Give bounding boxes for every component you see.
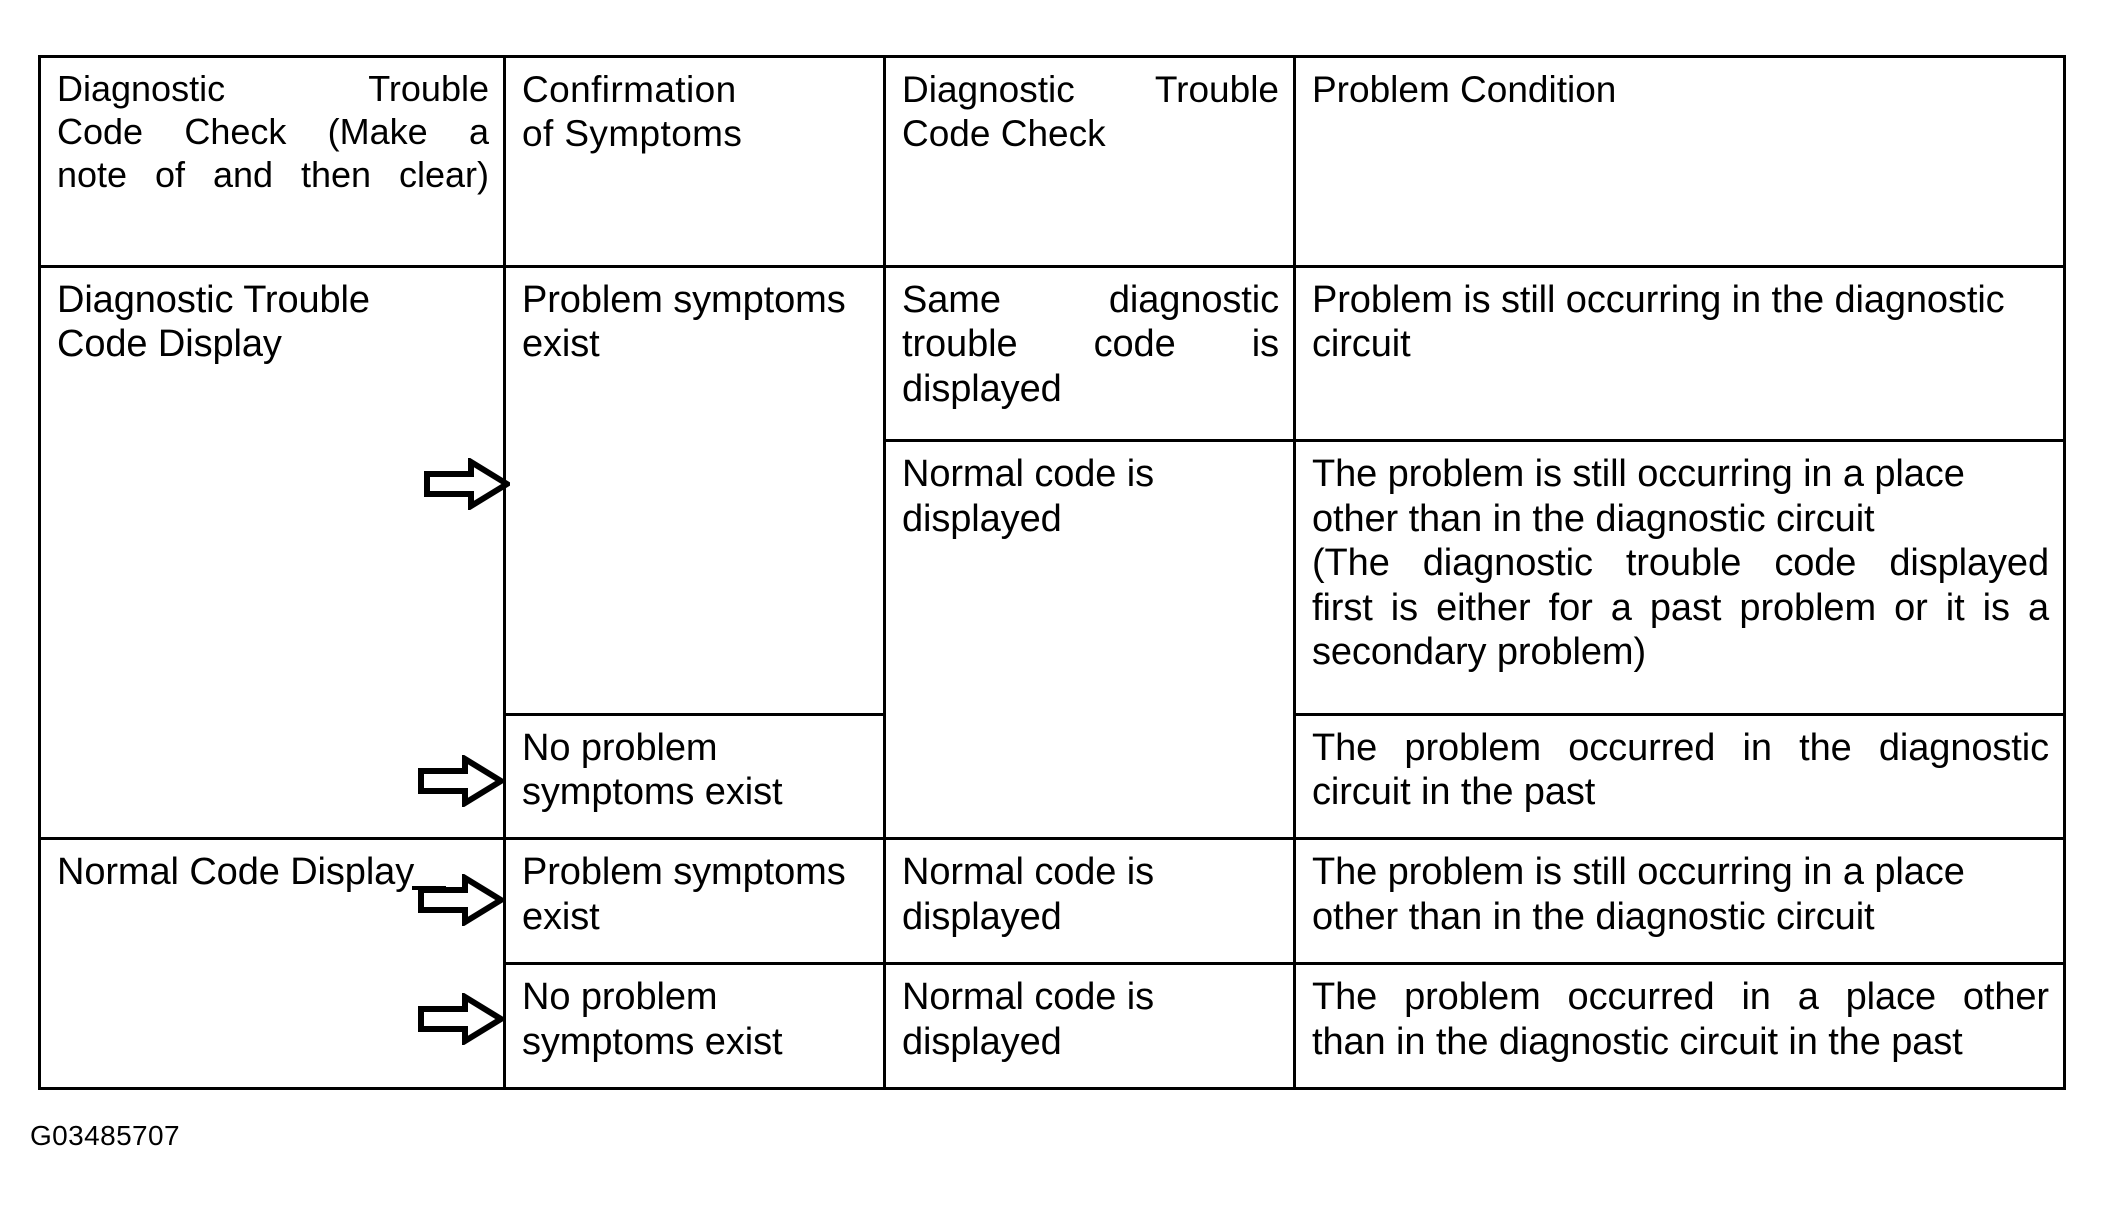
figure-caption: G03485707 — [30, 1120, 180, 1151]
cell-line: No problem — [522, 976, 718, 1019]
header-line: Diagnostic Trouble — [902, 69, 1279, 110]
cell-line: Same diagnostic — [902, 279, 1279, 321]
header-line: of Symptoms — [522, 113, 743, 155]
cell-line: displayed — [902, 895, 1062, 938]
cell-line: Problem is still occurring in the diagno… — [1312, 279, 2005, 321]
cell-line: other than in the diagnostic circuit — [1312, 895, 1875, 938]
cell-line: The problem occurred in the diagnostic — [1312, 726, 2049, 769]
cell-line: Normal code is — [902, 976, 1155, 1019]
cell-line: The problem is still occurring in a plac… — [1312, 453, 1965, 496]
cell-line: Normal code is — [902, 851, 1155, 894]
table-row: Diagnostic Trouble Code Display Problem … — [38, 264, 2066, 841]
cell-line: The problem occurred in a place other — [1312, 976, 2049, 1019]
cell-problem-condition-occurred-diagnostic-past: The problem occurred in the diagnostic c… — [1293, 712, 2066, 841]
cell-dtc-check-normal-code-display: Normal Code Display — [38, 837, 506, 1090]
table-body: Diagnostic Trouble Code Display Problem … — [38, 264, 2066, 1090]
cell-code-check-normal-code-displayed-3: Normal code is displayed — [883, 962, 1296, 1090]
header-row: Diagnostic Trouble Code Check (Make a no… — [38, 55, 2066, 268]
cell-line: No problem — [522, 726, 718, 769]
cell-line: exist — [522, 323, 600, 366]
cell-confirmation-no-problem-symptoms-exist-2: No problem symptoms exist — [503, 962, 886, 1090]
cell-code-check-normal-code-displayed: Normal code is displayed — [883, 439, 1296, 841]
cell-line: Code Display — [57, 323, 282, 366]
header-line: Confirmation — [522, 69, 737, 110]
cell-problem-condition-occurred-other-place-past: The problem occurred in a place other th… — [1293, 962, 2066, 1090]
cell-dtc-check-display: Diagnostic Trouble Code Display — [38, 264, 506, 841]
table-row: No problem symptoms exist Normal code is… — [40, 962, 2066, 1090]
cell-line: circuit — [1312, 323, 1411, 366]
table-row: No problem symptoms exist The problem oc… — [40, 712, 2066, 841]
cell-line: Diagnostic Trouble — [57, 279, 370, 321]
header-line: Diagnostic Trouble — [57, 68, 489, 109]
cell-confirmation-problem-symptoms-exist: Problem symptoms exist — [503, 265, 886, 716]
diagnostic-trouble-code-table: Diagnostic Trouble Code Check (Make a no… — [38, 55, 2066, 1090]
cell-line: Problem symptoms — [522, 279, 846, 321]
cell-line: displayed — [902, 1020, 1062, 1063]
cell-confirmation-no-problem-symptoms-exist: No problem symptoms exist — [503, 712, 886, 841]
column-header-diagnostic-trouble-code-check: Diagnostic Trouble Code Check — [883, 55, 1296, 268]
cell-line: symptoms exist — [522, 1020, 783, 1063]
header-line: Problem Condition — [1312, 69, 1617, 110]
header-line: Code Check (Make a — [57, 110, 489, 152]
cell-problem-condition-other-place-secondary: The problem is still occurring in a plac… — [1293, 439, 2066, 716]
cell-line: symptoms exist — [522, 771, 783, 814]
cell-problem-condition-still-occurring-diagnostic: Problem is still occurring in the diagno… — [1293, 264, 2066, 443]
column-header-dtc-check-note: Diagnostic Trouble Code Check (Make a no… — [38, 55, 506, 268]
table-row: Normal code is displayed The problem is … — [40, 439, 2066, 841]
header-line: Code Check — [902, 113, 1106, 155]
column-header-confirmation-of-symptoms: Confirmation of Symptoms — [503, 55, 886, 268]
cell-line: other than in the diagnostic circuit — [1312, 497, 1875, 540]
cell-code-check-normal-code-displayed-2: Normal code is displayed — [883, 837, 1296, 966]
arrow-leader-line — [412, 886, 446, 890]
cell-line: displayed — [902, 367, 1062, 410]
cell-confirmation-problem-symptoms-exist-2: Problem symptoms exist — [503, 837, 886, 966]
cell-line: Normal Code Display — [57, 851, 415, 894]
cell-line: circuit in the past — [1312, 771, 1596, 814]
diagnostic-trouble-code-table-wrapper: Diagnostic Trouble Code Check (Make a no… — [38, 55, 2066, 1090]
table-header: Diagnostic Trouble Code Check (Make a no… — [38, 55, 2066, 268]
cell-code-check-same-dtc: Same diagnostic trouble code is displaye… — [883, 264, 1296, 443]
cell-line: first is either for a past problem or it… — [1312, 586, 2049, 629]
cell-line: Problem symptoms — [522, 851, 846, 894]
cell-line: displayed — [902, 497, 1062, 540]
cell-line: trouble code is — [902, 323, 1279, 366]
cell-line: The problem is still occurring in a plac… — [1312, 851, 1965, 894]
column-header-problem-condition: Problem Condition — [1293, 55, 2066, 268]
cell-line: Normal code is — [902, 453, 1155, 496]
cell-problem-condition-still-occurring-other-place: The problem is still occurring in a plac… — [1293, 837, 2066, 966]
cell-line: (The diagnostic trouble code displayed — [1312, 542, 2049, 585]
cell-line: exist — [522, 895, 600, 938]
cell-line: than in the diagnostic circuit in the pa… — [1312, 1020, 1963, 1063]
table-row: Normal Code Display Problem symptoms exi… — [38, 837, 2066, 1090]
cell-line: secondary problem) — [1312, 631, 1647, 674]
header-line: note of and then clear) — [57, 153, 489, 195]
